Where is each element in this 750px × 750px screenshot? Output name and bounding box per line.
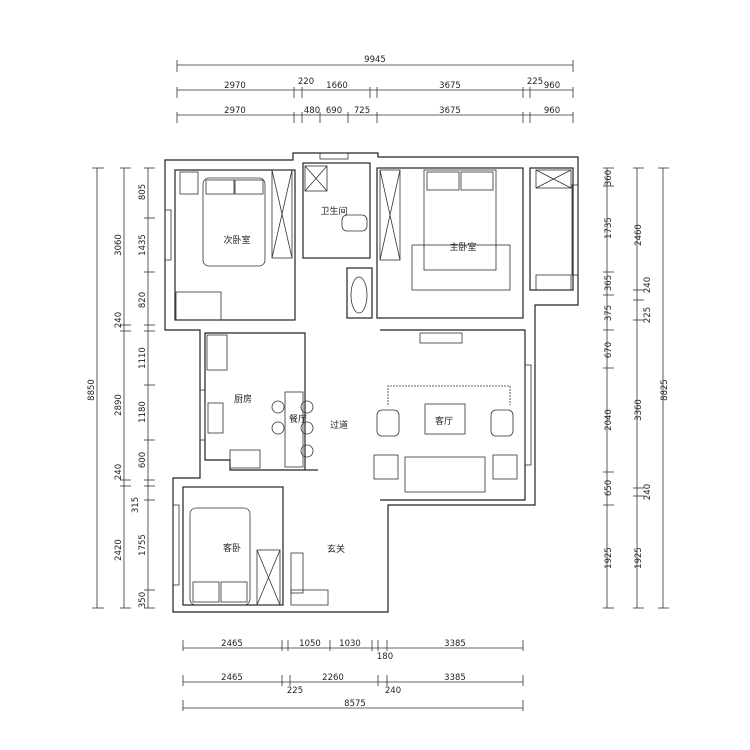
dim-label: 3675 bbox=[439, 106, 461, 116]
dim-label: 805 bbox=[138, 184, 148, 200]
sofa-icon bbox=[404, 456, 486, 493]
dim-label: 725 bbox=[354, 106, 370, 116]
dim-label: 1925 bbox=[604, 547, 614, 569]
dim-label: 2260 bbox=[322, 673, 344, 683]
dim-label: 2040 bbox=[604, 409, 614, 431]
dim-label: 3675 bbox=[439, 81, 461, 91]
room-labels: 次卧室 卫生间 主卧室 厨房 餐厅 过道 客厅 客卧 玄关 bbox=[223, 205, 477, 555]
fridge-icon bbox=[206, 334, 228, 371]
dim-label: 480 bbox=[304, 106, 320, 116]
shower-icon bbox=[304, 165, 328, 192]
sofa-back-icon bbox=[387, 385, 511, 405]
dim-label: 225 bbox=[287, 686, 303, 696]
room-label-dining: 餐厅 bbox=[289, 413, 307, 425]
shoe-cabinet-icon bbox=[290, 552, 304, 594]
dim-label: 240 bbox=[643, 277, 653, 293]
lamp-icon bbox=[492, 454, 518, 480]
wardrobe-icon bbox=[271, 169, 293, 259]
dim-label: 225 bbox=[643, 307, 653, 323]
room-label-bathroom: 卫生间 bbox=[320, 205, 347, 217]
dim-label: 2465 bbox=[221, 673, 243, 683]
bed-icon bbox=[189, 507, 251, 606]
dim-label: 1050 bbox=[299, 639, 321, 649]
dim-label: 3360 bbox=[634, 399, 644, 421]
dim-top-total: 9945 bbox=[364, 55, 386, 65]
dim-label: 1180 bbox=[138, 401, 148, 423]
bed-icon bbox=[423, 169, 497, 271]
dim-label: 2420 bbox=[114, 539, 124, 561]
room-label-kitchen: 厨房 bbox=[234, 393, 252, 405]
desk-icon bbox=[175, 291, 222, 321]
dim-label: 1755 bbox=[138, 534, 148, 556]
stove-icon bbox=[229, 449, 261, 469]
left-dimensions: 8850 3060 240 2890 240 2420 805 1435 820… bbox=[87, 167, 155, 609]
dim-label: 240 bbox=[114, 464, 124, 480]
dim-label: 240 bbox=[114, 312, 124, 328]
dim-label: 690 bbox=[326, 106, 342, 116]
dim-label: 1030 bbox=[339, 639, 361, 649]
dim-label: 2460 bbox=[634, 224, 644, 246]
bottom-dimensions: 2465 1050 1030 180 3385 2465 225 2260 24… bbox=[182, 639, 524, 711]
room-label-master-bedroom: 主卧室 bbox=[449, 241, 476, 253]
dim-label: 3385 bbox=[444, 673, 466, 683]
dim-label: 180 bbox=[377, 652, 393, 662]
dim-left-total: 8850 bbox=[87, 379, 97, 401]
dim-label: 1925 bbox=[634, 547, 644, 569]
dim-label: 1660 bbox=[326, 81, 348, 91]
sink-icon bbox=[350, 276, 368, 314]
furniture bbox=[175, 165, 572, 606]
dim-label: 225 bbox=[527, 77, 543, 87]
dim-label: 315 bbox=[131, 497, 141, 513]
dim-label: 1110 bbox=[138, 347, 148, 369]
dim-label: 3060 bbox=[114, 234, 124, 256]
coffee-table-icon bbox=[424, 403, 466, 435]
dim-label: 240 bbox=[385, 686, 401, 696]
toilet-icon bbox=[341, 214, 368, 232]
room-label-guest-bedroom: 客卧 bbox=[223, 542, 241, 554]
dim-label: 2970 bbox=[224, 106, 246, 116]
dim-right-total: 8825 bbox=[660, 379, 670, 401]
dim-label: 240 bbox=[643, 484, 653, 500]
nightstand-icon bbox=[179, 171, 199, 195]
dim-label: 220 bbox=[298, 77, 314, 87]
dim-label: 670 bbox=[604, 342, 614, 358]
dim-label: 365 bbox=[604, 275, 614, 291]
room-label-second-bedroom: 次卧室 bbox=[223, 234, 250, 246]
dim-label: 2465 bbox=[221, 639, 243, 649]
dim-bottom-total: 8575 bbox=[344, 699, 366, 709]
top-dimensions: 9945 2970 220 1660 3675 225 960 2970 480… bbox=[176, 55, 574, 123]
room-label-living-room: 客厅 bbox=[435, 415, 453, 427]
room-label-entrance: 玄关 bbox=[327, 543, 345, 555]
tv-icon bbox=[419, 332, 463, 344]
dim-label: 960 bbox=[544, 81, 560, 91]
kitchen-sink-icon bbox=[207, 402, 224, 434]
dim-label: 375 bbox=[604, 305, 614, 321]
room-label-corridor: 过道 bbox=[330, 419, 348, 431]
wardrobe-icon bbox=[379, 169, 401, 261]
right-dimensions: 360 1735 365 375 670 2040 650 1925 2460 … bbox=[603, 167, 670, 609]
dim-label: 820 bbox=[138, 292, 148, 308]
dim-label: 3385 bbox=[444, 639, 466, 649]
dim-label: 1435 bbox=[138, 234, 148, 256]
dim-label: 2970 bbox=[224, 81, 246, 91]
lamp-icon bbox=[373, 454, 399, 480]
dim-label: 350 bbox=[138, 592, 148, 608]
dim-label: 2890 bbox=[114, 394, 124, 416]
dim-label: 960 bbox=[544, 106, 560, 116]
wardrobe-icon bbox=[256, 549, 281, 606]
bed-icon bbox=[202, 177, 266, 267]
dim-label: 650 bbox=[604, 480, 614, 496]
dim-label: 1735 bbox=[604, 217, 614, 239]
dining-table-icon bbox=[284, 391, 304, 468]
dim-label: 600 bbox=[138, 452, 148, 468]
dim-label: 360 bbox=[604, 170, 614, 186]
rug-icon bbox=[411, 244, 511, 291]
